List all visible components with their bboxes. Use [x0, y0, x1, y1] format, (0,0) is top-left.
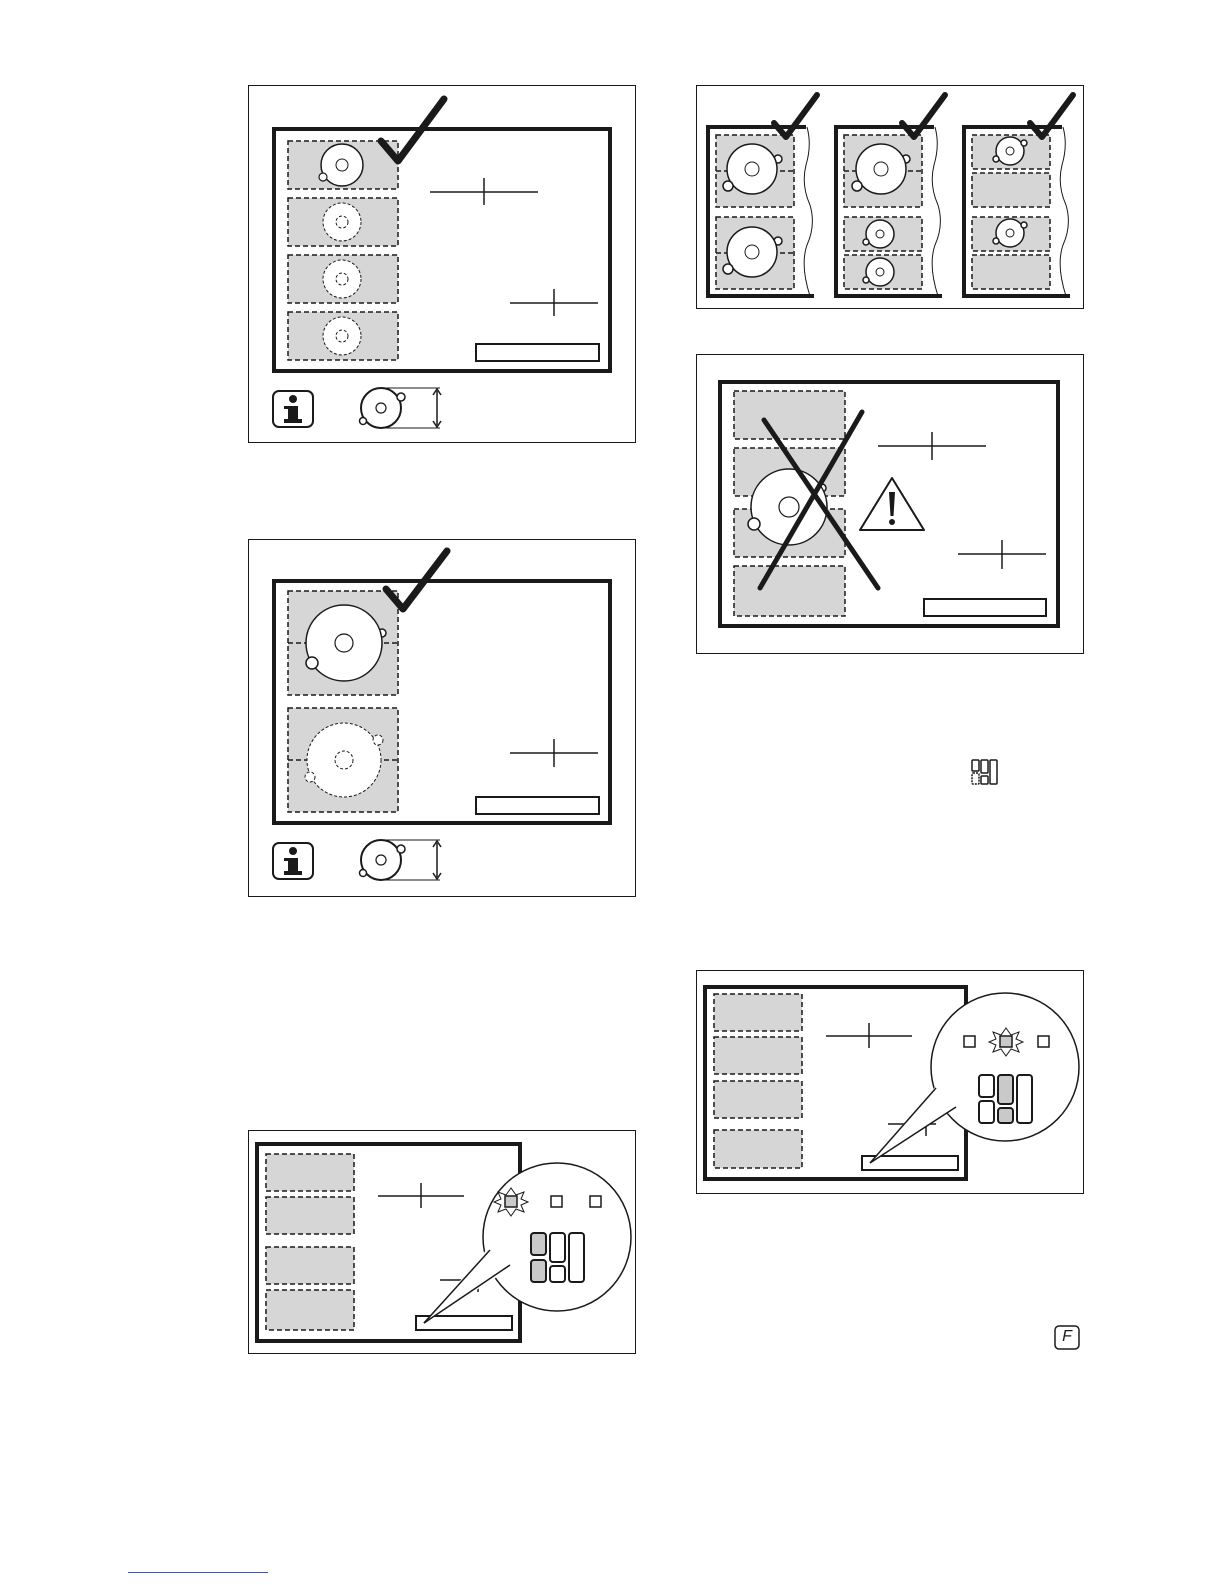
info-icon — [273, 391, 313, 427]
zone-layout-icon — [969, 757, 1001, 787]
fig-zone-single-pot — [248, 85, 636, 443]
fig-wrong-placement — [696, 354, 1084, 654]
zone-layout-symbol — [969, 757, 1001, 787]
fig-control-panel-middle — [696, 970, 1084, 1194]
f-symbol: F — [1054, 1325, 1080, 1350]
fig-three-layouts — [696, 85, 1084, 309]
fig-control-panel-left — [248, 1130, 636, 1354]
f-symbol-label: F — [1054, 1327, 1080, 1347]
info-icon — [273, 843, 313, 879]
footer-rule — [128, 1572, 268, 1573]
fig-bridge-large-pot — [248, 539, 636, 897]
